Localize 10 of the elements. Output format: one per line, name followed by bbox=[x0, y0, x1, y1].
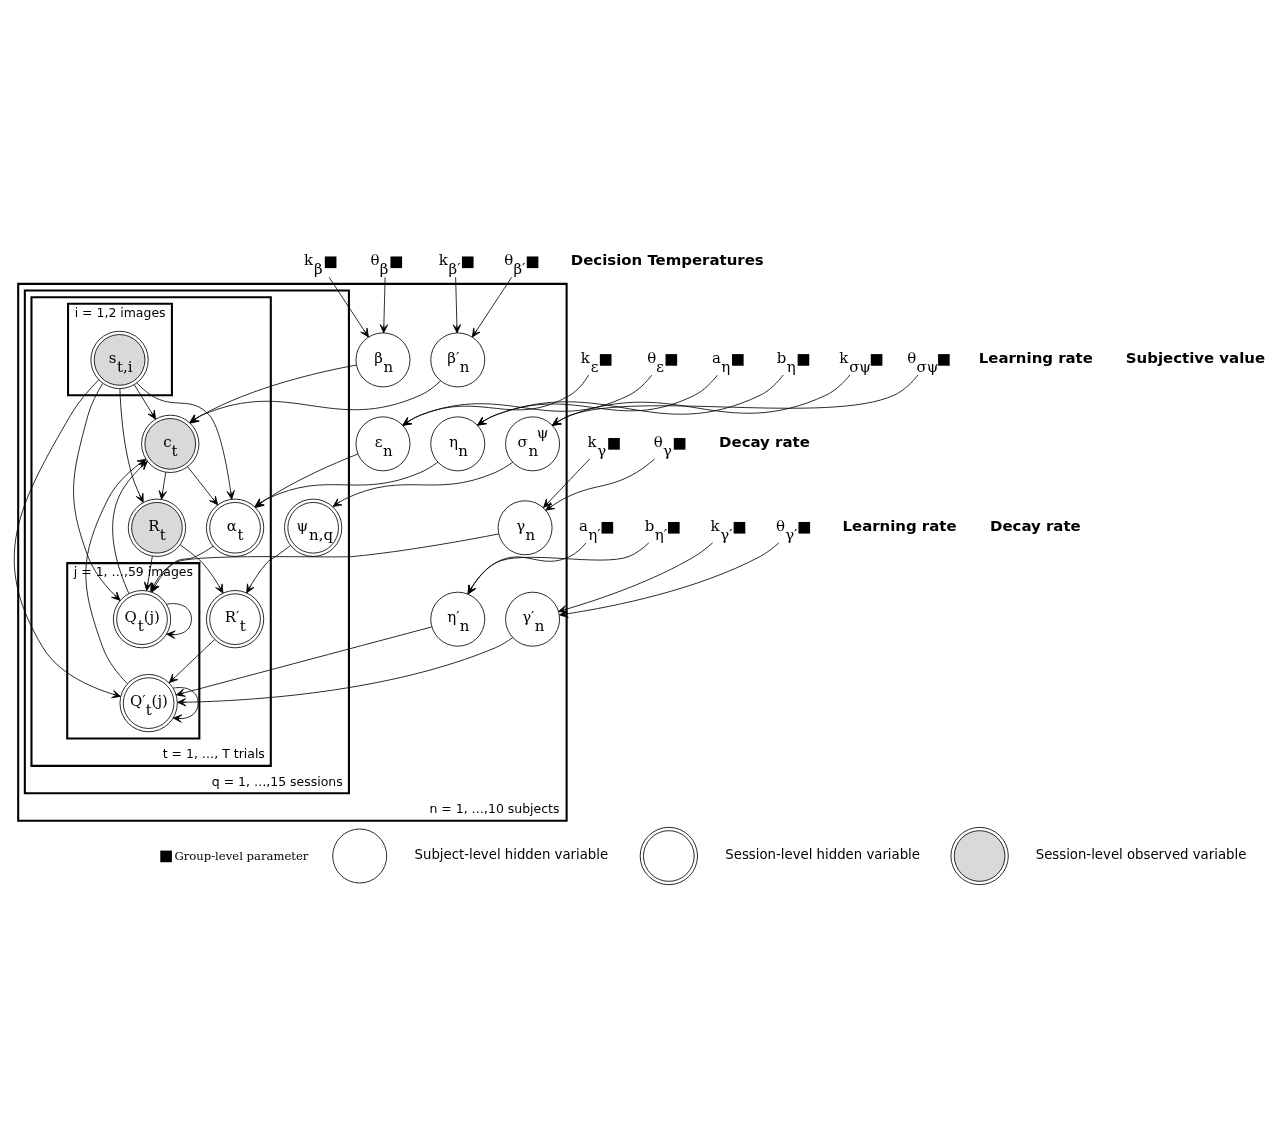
node-label: Group-level parameter bbox=[174, 848, 309, 862]
label: Decay rate bbox=[990, 516, 1081, 535]
label: Decision Temperatures bbox=[570, 250, 764, 269]
node-label: Subject-level hidden variable bbox=[414, 846, 609, 862]
label: Learning rate bbox=[978, 348, 1093, 367]
label: Subjective value bbox=[1125, 348, 1266, 367]
node-label: Session-level hidden variable bbox=[725, 846, 920, 862]
node-label: Session-level observed variable bbox=[1035, 846, 1247, 862]
label: Learning rate bbox=[842, 516, 957, 535]
label: Decay rate bbox=[719, 432, 810, 451]
